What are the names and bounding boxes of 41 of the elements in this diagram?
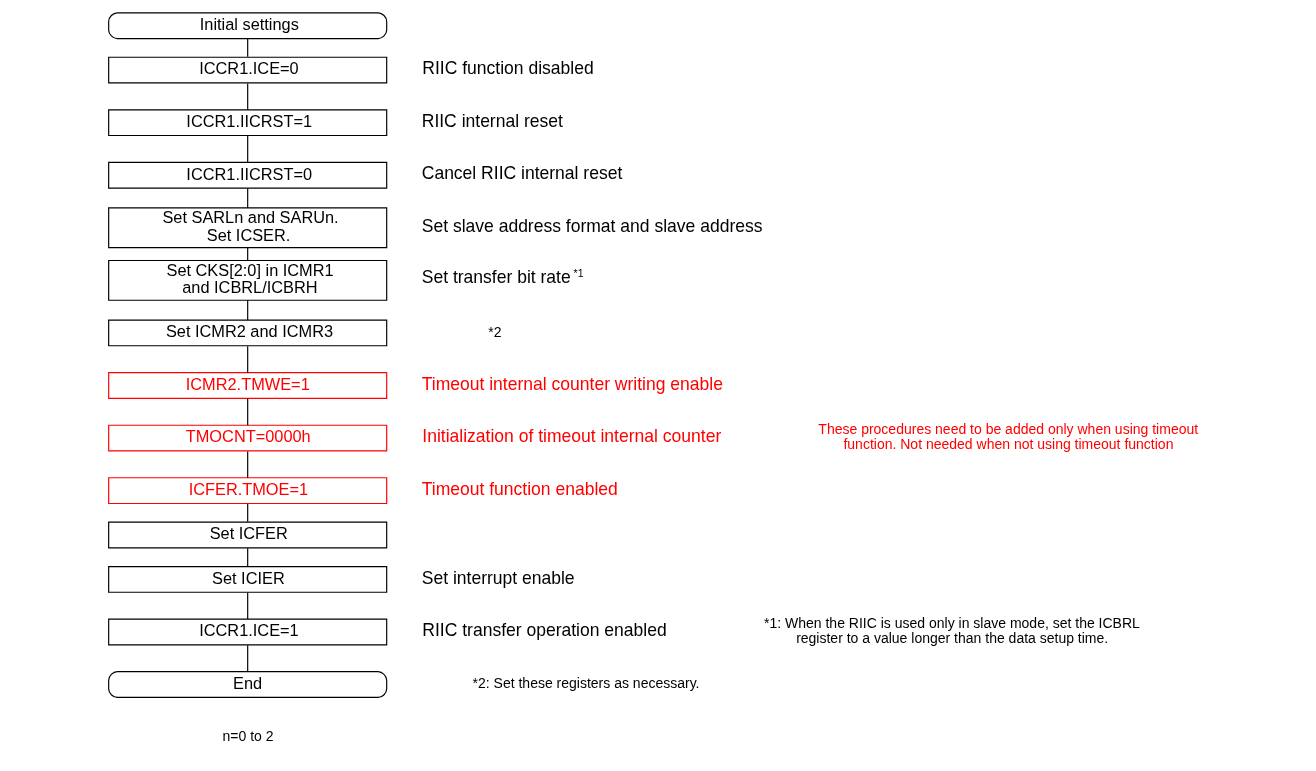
- node-box: ICCR1.ICE=0: [108, 56, 388, 84]
- node-label: RIIC transfer operation enabled: [422, 620, 667, 641]
- node-box: ICCR1.IICRST=0: [108, 161, 388, 189]
- label: *2: [488, 323, 502, 340]
- connector: [247, 345, 249, 374]
- node-label: RIIC function disabled: [422, 58, 594, 79]
- node-box: Set ICIER: [108, 565, 388, 593]
- connector: [247, 135, 249, 163]
- node-label: Set interrupt enable: [421, 567, 575, 588]
- node-box: Set ICFER: [108, 521, 388, 549]
- label: *2: Set these registers as necessary.: [472, 675, 700, 692]
- label: *1: When the RIIC is used only in slave mode, set the ICBRL register to a value longer than the data setup time.: [764, 615, 1140, 647]
- label: These procedures need to be added only when using timeout function. Not needed when not using timeout function: [818, 421, 1199, 453]
- node-box: Set CKS[2:0] in ICMR1 and ICBRL/ICBRH: [108, 259, 388, 301]
- node-label: Cancel RIIC internal reset: [421, 163, 623, 184]
- node-box: End: [108, 671, 388, 698]
- node-box: Set SARLn and SARUn. Set ICSER.: [108, 207, 388, 249]
- node-label: Set transfer bit rate$^{*1}$: [421, 267, 584, 288]
- node-label: Timeout function enabled: [421, 478, 618, 499]
- node-box: ICMR2.TMWE=1: [108, 372, 388, 399]
- label: n=0 to 2: [222, 727, 274, 744]
- connector: [247, 299, 249, 321]
- node-label: Set slave address format and slave address: [421, 215, 763, 236]
- node-box: Initial settings: [108, 12, 388, 40]
- node-box: ICCR1.ICE=1: [108, 618, 388, 646]
- node-label: RIIC internal reset: [421, 110, 563, 131]
- node-label: Initialization of timeout internal counter: [422, 426, 722, 447]
- connector: [247, 644, 249, 673]
- connector: [247, 38, 249, 58]
- node-box: TMOCNT=0000h: [108, 424, 388, 452]
- connector: [247, 187, 249, 209]
- connector: [247, 398, 249, 426]
- node-box: ICFER.TMOE=1: [108, 477, 388, 505]
- connector: [247, 503, 249, 523]
- node-box: ICCR1.IICRST=1: [108, 109, 388, 137]
- node-label: Timeout internal counter writing enable: [421, 373, 723, 394]
- connector: [247, 547, 249, 567]
- node-box: Set ICMR2 and ICMR3: [108, 319, 388, 347]
- connector: [247, 450, 249, 479]
- connector: [247, 592, 249, 620]
- connector: [247, 82, 249, 111]
